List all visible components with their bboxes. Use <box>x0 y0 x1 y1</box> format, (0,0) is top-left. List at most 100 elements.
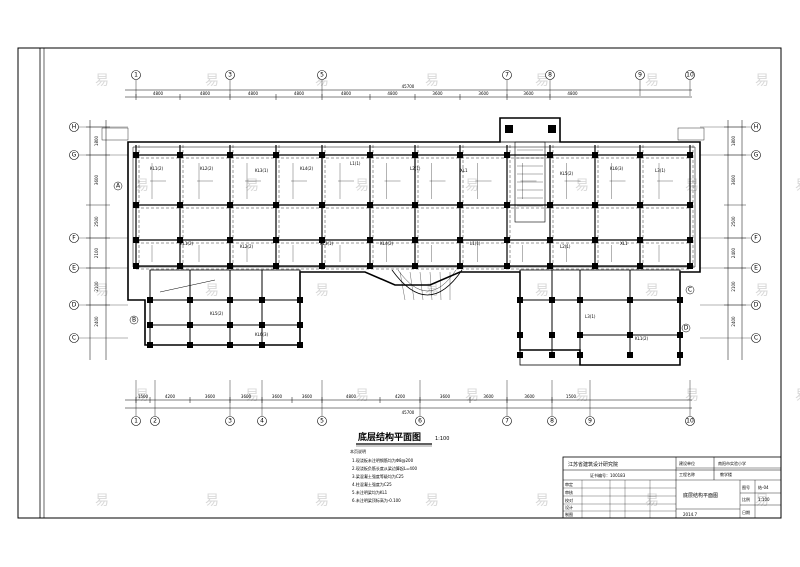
canopy-rib <box>429 271 433 301</box>
column <box>187 342 193 348</box>
column <box>177 237 183 243</box>
column <box>637 263 643 269</box>
sign-row-label: 制图 <box>565 511 573 517</box>
axis-bubble-right: C <box>754 335 758 342</box>
axis-bubble-bottom-circle <box>225 416 235 426</box>
axis-bubble-top-circle <box>502 70 512 80</box>
dimension-text-top: 4800 <box>153 91 164 96</box>
column <box>517 297 523 303</box>
dimension-text-left: 2100 <box>94 281 99 292</box>
column <box>367 202 373 208</box>
beam-label: L3(1) <box>655 168 666 173</box>
watermark-glyph: 易 <box>575 388 589 404</box>
column <box>147 322 153 328</box>
section-callout: C <box>688 287 692 294</box>
dimension-text-bottom: 3600 <box>205 394 216 399</box>
watermark-glyph: 易 <box>535 73 549 89</box>
beam-label: KL5(2) <box>560 171 574 176</box>
note-box <box>101 127 129 141</box>
drawing-name: 底层结构平面图 <box>683 492 718 499</box>
watermark-layer: 易易易易易易易易易易易易易易易易易易易易易易易易易易易易易易易易易易易 <box>95 73 800 509</box>
column <box>547 152 553 158</box>
drawing-title: 底层结构平面图 <box>358 431 421 443</box>
column <box>297 297 303 303</box>
note-item: 2.现浇板负筋长度从梁边算起L=400 <box>352 465 417 471</box>
beam-label: KL5(2) <box>210 311 224 316</box>
overall-dimension: 45700 <box>402 84 415 89</box>
axis-bubble-top: 8 <box>548 72 552 79</box>
section-callout-circle <box>685 285 695 295</box>
note-item: 4.柱混凝土强度为C25 <box>352 481 392 487</box>
section-callout: B <box>132 317 136 324</box>
axis-bubble-bottom: 7 <box>505 418 509 425</box>
watermark-glyph: 易 <box>795 388 800 404</box>
column <box>227 263 233 269</box>
beam-label: KL6(3) <box>610 166 624 171</box>
column <box>319 237 325 243</box>
axis-bubble-left-circle <box>69 150 79 160</box>
column <box>412 152 418 158</box>
sign-row-label: 设计 <box>565 504 573 510</box>
column <box>259 342 265 348</box>
column <box>504 152 510 158</box>
note-item: 5.未注明梁均为KL1 <box>352 489 388 495</box>
column <box>273 263 279 269</box>
axis-bubble-bottom-circle <box>415 416 425 426</box>
column <box>627 332 633 338</box>
column <box>687 237 693 243</box>
axis-bubble-left: E <box>72 265 76 272</box>
axis-bubble-left-circle <box>69 300 79 310</box>
axis-bubble-bottom: 1 <box>134 418 138 425</box>
project-value: 南阳市实验小学 <box>718 460 746 466</box>
note-box <box>677 127 705 141</box>
beam-label: L2(1) <box>560 244 571 249</box>
dimension-text-top: 3600 <box>523 91 534 96</box>
dimension-text-top: 3600 <box>432 91 443 96</box>
column <box>133 263 139 269</box>
watermark-glyph: 易 <box>465 178 479 194</box>
beam-label: KL1(2) <box>180 241 194 246</box>
column <box>297 342 303 348</box>
watermark-glyph: 易 <box>425 73 439 89</box>
column <box>504 202 510 208</box>
axis-bubble-right-circle <box>751 150 761 160</box>
column <box>687 152 693 158</box>
column <box>549 332 555 338</box>
column <box>547 237 553 243</box>
inner-outline <box>132 146 696 268</box>
watermark-glyph: 易 <box>535 493 549 509</box>
dimension-text-right: 2500 <box>731 216 736 227</box>
outer-border <box>17 47 782 519</box>
column <box>187 322 193 328</box>
column <box>297 322 303 328</box>
dimension-text-bottom: 3600 <box>272 394 283 399</box>
column <box>412 263 418 269</box>
axis-bubble-left: C <box>72 335 76 342</box>
dimension-text-bottom: 1500 <box>138 394 149 399</box>
note-item: 3.梁混凝土强度等级均为C25 <box>352 473 404 479</box>
watermark-glyph: 易 <box>685 178 699 194</box>
column <box>687 263 693 269</box>
axis-bubble-left: G <box>72 152 77 159</box>
sign-row-label: 校对 <box>565 497 573 503</box>
sign-row-label: 审核 <box>565 489 573 495</box>
beam-label: L1(1) <box>350 161 361 166</box>
column <box>177 202 183 208</box>
dimension-text-bottom: 3600 <box>440 394 451 399</box>
column <box>505 125 513 133</box>
dimension-text-right: 1800 <box>731 135 736 146</box>
watermark-glyph: 易 <box>645 283 659 299</box>
axis-bubble-bottom-circle <box>585 416 595 426</box>
axis-bubble-top: 10 <box>686 72 694 79</box>
column <box>227 297 233 303</box>
watermark-glyph: 易 <box>685 388 699 404</box>
column <box>627 352 633 358</box>
axis-bubble-right: D <box>754 302 759 309</box>
leader-line <box>159 279 216 293</box>
watermark-glyph: 易 <box>425 493 439 509</box>
beam-label: KL3(1) <box>255 168 269 173</box>
column <box>504 263 510 269</box>
axis-bubble-right-circle <box>751 333 761 343</box>
dimension-text-top: 4800 <box>294 91 305 96</box>
